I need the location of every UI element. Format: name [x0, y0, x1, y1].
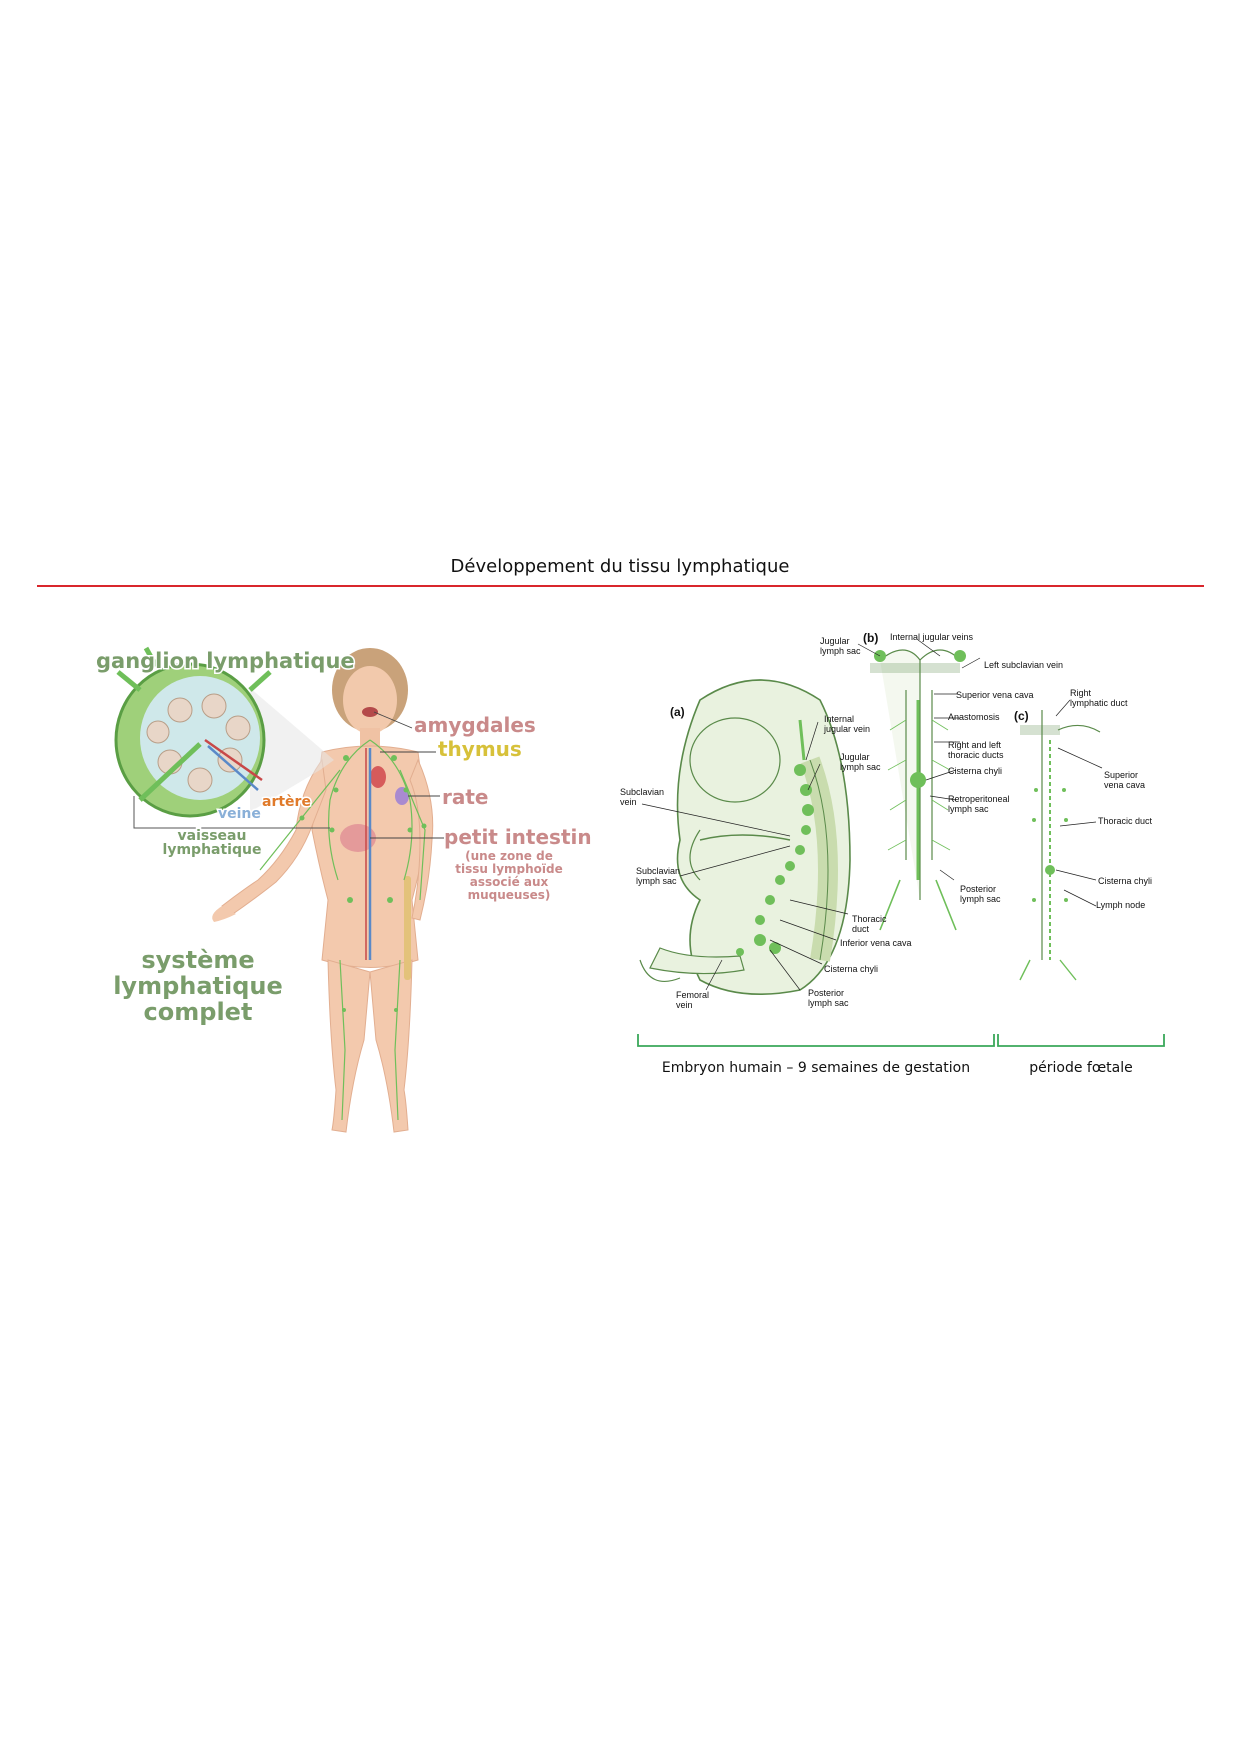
b-retro-2: lymph sac — [948, 804, 989, 814]
left-leader-lines — [370, 711, 444, 839]
c-superior-2: vena cava — [1104, 780, 1145, 790]
b-superior-vena-cava: Superior vena cava — [956, 690, 1034, 700]
a-subclavian-sac-1: Subclavian — [636, 866, 680, 876]
label-artere: artère — [262, 794, 311, 810]
b-right-left-2: thoracic ducts — [948, 750, 1004, 760]
b-cisterna: Cisterna chyli — [948, 766, 1002, 776]
embryo-bracket — [637, 1034, 995, 1047]
b-jugular-sac-2: lymph sac — [820, 646, 861, 656]
b-retro-1: Retroperitoneal — [948, 794, 1010, 804]
label-zone-3: associé aux — [470, 875, 549, 889]
b-left-subclavian: Left subclavian vein — [984, 660, 1063, 670]
label-thymus: thymus — [438, 737, 522, 761]
label-systeme-2: lymphatique — [113, 972, 283, 1000]
a-jugular-sac-1: Jugular — [840, 752, 870, 762]
c-thoracic: Thoracic duct — [1098, 816, 1153, 826]
lymph-panel-c — [1019, 710, 1101, 981]
label-zone-2: tissu lymphoïde — [455, 862, 563, 876]
a-femoral-2: vein — [676, 1000, 693, 1010]
label-petit-intestin: petit intestin — [444, 825, 592, 849]
label-rate: rate — [442, 785, 488, 809]
c-right-2: lymphatic duct — [1070, 698, 1128, 708]
title-divider — [37, 585, 1204, 587]
a-posterior-2: lymph sac — [808, 998, 849, 1008]
label-zone-1: (une zone de — [465, 849, 553, 863]
panel-a-label: (a) — [670, 705, 685, 719]
caption-fetal: période fœtale — [1029, 1060, 1133, 1076]
a-cisterna: Cisterna chyli — [824, 964, 878, 974]
fetal-bracket — [997, 1034, 1165, 1047]
b-jugular-sac-1: Jugular — [820, 636, 850, 646]
caption-embryo: Embryon humain – 9 semaines de gestation — [661, 1060, 971, 1076]
label-ganglion-lymphatique: ganglion lymphatique — [96, 649, 355, 673]
c-lymph-node: Lymph node — [1096, 900, 1145, 910]
human-body-figure — [212, 648, 434, 1133]
label-veine: veine — [218, 806, 261, 822]
lymph-panel-b — [870, 649, 966, 931]
a-jugular-sac-2: lymph sac — [840, 762, 881, 772]
b-posterior-2: lymph sac — [960, 894, 1001, 904]
c-superior-1: Superior — [1104, 770, 1138, 780]
panel-c-label: (c) — [1014, 709, 1029, 723]
b-right-left-1: Right and left — [948, 740, 1002, 750]
a-thoracic-2: duct — [852, 924, 870, 934]
label-systeme-1: système — [141, 946, 254, 974]
caption-brackets — [637, 1034, 1165, 1047]
label-vaisseau-2: lymphatique — [163, 842, 262, 858]
a-subclavian-vein-1: Subclavian — [620, 787, 664, 797]
a-subclavian-vein-2: vein — [620, 797, 637, 807]
label-zone-4: muqueuses) — [468, 888, 551, 902]
label-vaisseau-1: vaisseau — [178, 828, 247, 844]
c-right-1: Right — [1070, 688, 1092, 698]
label-systeme-3: complet — [144, 998, 253, 1026]
a-internal-jugular-1: Internal — [824, 714, 854, 724]
a-inferior-vena-cava: Inferior vena cava — [840, 938, 912, 948]
label-amygdales: amygdales — [414, 713, 536, 737]
a-subclavian-sac-2: lymph sac — [636, 876, 677, 886]
lymph-node-detail — [114, 646, 330, 829]
a-thoracic-1: Thoracic — [852, 914, 887, 924]
a-posterior-1: Posterior — [808, 988, 844, 998]
c-cisterna: Cisterna chyli — [1098, 876, 1152, 886]
right-leader-lines — [641, 639, 1103, 991]
b-posterior-1: Posterior — [960, 884, 996, 894]
b-internal-jugular-veins: Internal jugular veins — [890, 632, 974, 642]
embryo-panel-a — [639, 679, 851, 996]
a-internal-jugular-2: jugular vein — [823, 724, 870, 734]
panel-b-label: (b) — [863, 631, 878, 645]
a-femoral-1: Femoral — [676, 990, 709, 1000]
b-anastomosis: Anastomosis — [948, 712, 1000, 722]
page-title: Développement du tissu lymphatique — [450, 556, 790, 577]
